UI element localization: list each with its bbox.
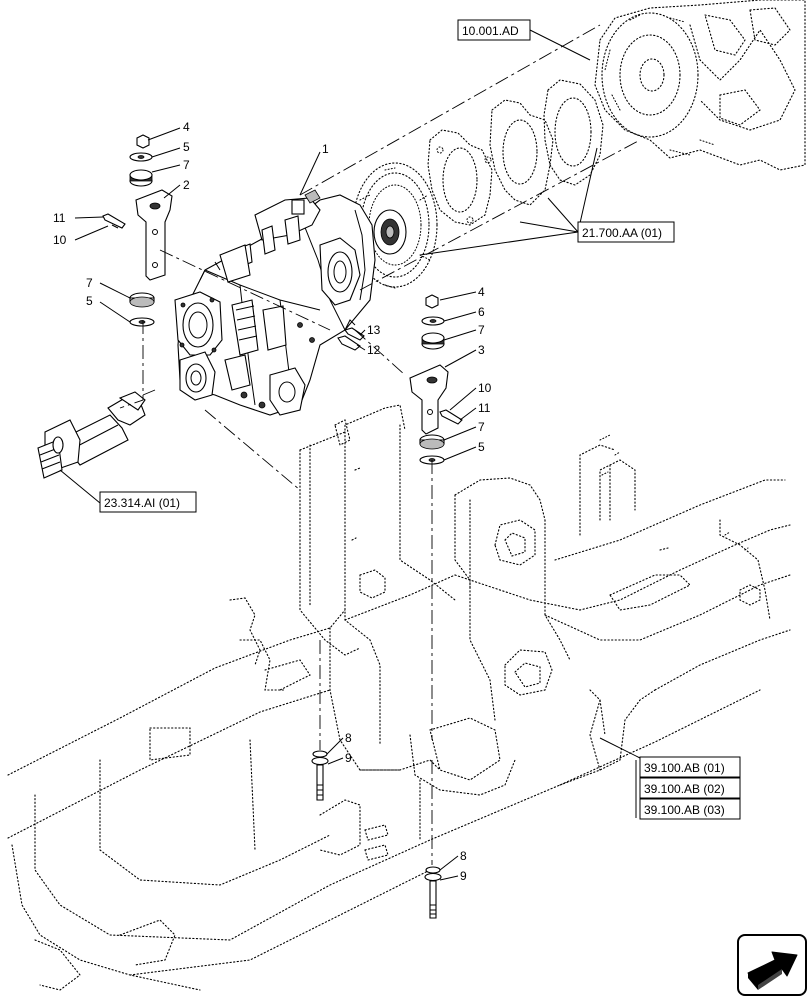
bottom-bolts (311, 750, 442, 919)
ref-converter-label: 21.700.AA (01) (582, 226, 662, 240)
driveshaft (37, 391, 146, 479)
navigation-arrow-icon[interactable] (737, 934, 807, 996)
callout-12: 12 (367, 343, 381, 357)
reference-driveshaft[interactable]: 23.314.AI (01) (99, 491, 197, 513)
callout-8-upper: 8 (345, 731, 352, 745)
engine-assembly (594, 0, 806, 171)
right-mount-parts (337, 294, 463, 465)
callout-13: 13 (367, 323, 381, 337)
reference-frame-03[interactable]: 39.100.AB (03) (639, 798, 741, 820)
callout-8-lower: 8 (460, 849, 467, 863)
ref-engine-label: 10.001.AD (462, 24, 519, 38)
ref-driveshaft-label: 23.314.AI (01) (104, 496, 180, 510)
torque-converter (352, 162, 438, 289)
callout-6: 6 (478, 305, 485, 319)
clutch-plates (427, 79, 604, 226)
assembly-lines (119, 24, 641, 865)
frame-chassis (7, 404, 791, 991)
callout-7-bottom-left: 7 (86, 276, 93, 290)
callout-4-left: 4 (183, 120, 190, 134)
callout-7-top-right: 7 (478, 323, 485, 337)
left-mount-parts (102, 134, 173, 327)
callout-9-upper: 9 (345, 751, 352, 765)
callout-5-top-left: 5 (183, 140, 190, 154)
callout-11-left: 11 (53, 211, 66, 225)
callout-9-lower: 9 (460, 869, 467, 883)
callout-11-right: 11 (478, 401, 491, 415)
callout-10-right: 10 (478, 381, 492, 395)
transmission (174, 189, 376, 416)
callout-5-right: 5 (478, 440, 485, 454)
callout-1: 1 (322, 142, 329, 156)
ref-frame-01-label: 39.100.AB (01) (644, 761, 725, 775)
ref-frame-03-label: 39.100.AB (03) (644, 803, 725, 817)
callout-7-bottom-right: 7 (478, 420, 485, 434)
ref-frame-02-label: 39.100.AB (02) (644, 782, 725, 796)
leader-lines (59, 29, 641, 881)
callout-7-top-left: 7 (183, 158, 190, 172)
callout-3: 3 (478, 343, 485, 357)
callout-2: 2 (183, 178, 190, 192)
reference-frame-02[interactable]: 39.100.AB (02) (639, 777, 741, 799)
callout-5-bottom-left: 5 (86, 294, 93, 308)
callout-4-right: 4 (478, 285, 485, 299)
reference-engine[interactable]: 10.001.AD (457, 19, 531, 41)
callout-10-left: 10 (53, 233, 67, 247)
reference-frame-01[interactable]: 39.100.AB (01) (639, 756, 741, 778)
reference-converter[interactable]: 21.700.AA (01) (577, 221, 675, 243)
callout-numbers: 1 2 3 4 4 5 5 5 6 7 7 7 7 8 8 9 9 10 10 … (53, 120, 492, 883)
